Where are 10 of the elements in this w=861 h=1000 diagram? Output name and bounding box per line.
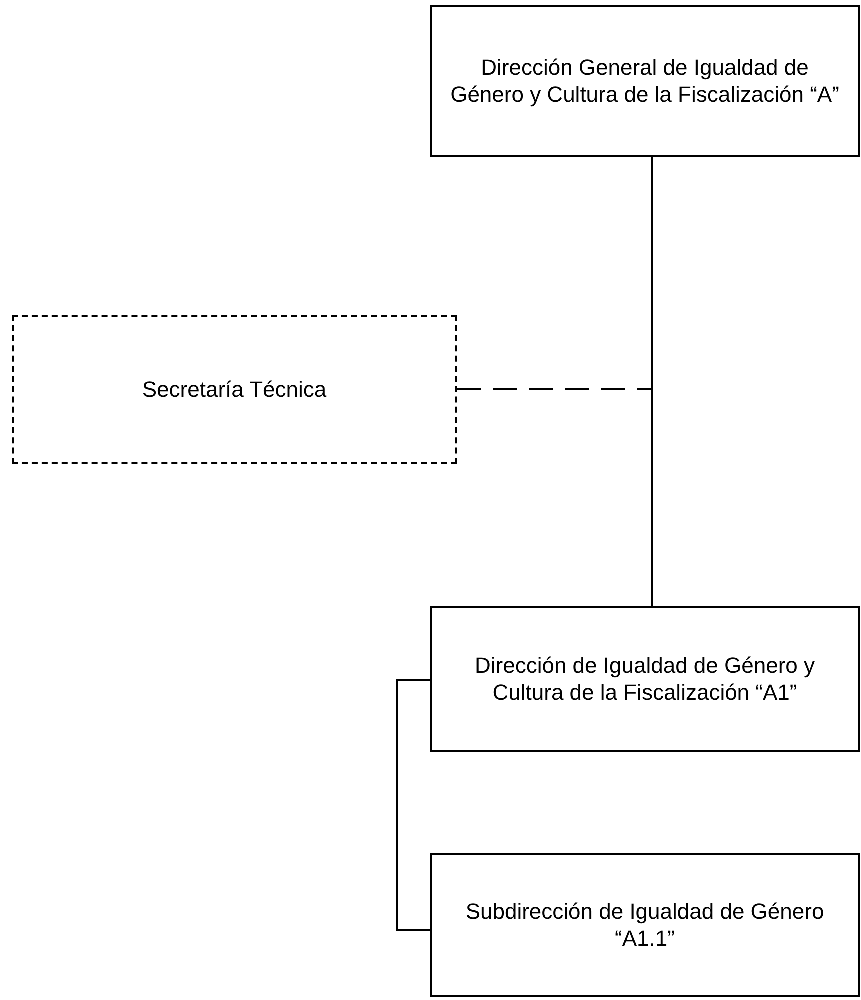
connector-line — [651, 157, 653, 606]
org-unit-box — [430, 853, 860, 997]
org-unit-box — [430, 606, 860, 752]
unit-name: Secretaría Técnica — [142, 376, 327, 404]
unit-name: Dirección de Igualdad de Género y Cultura de la Fiscalización “A1” — [474, 652, 816, 706]
unit-name: Dirección General de Igualdad de Género y Cultura de la Fiscalización “A” — [450, 54, 840, 108]
unit-name: Subdirección de Igualdad de Género “A1.1” — [464, 898, 826, 952]
staff-unit-box — [12, 315, 457, 464]
connector-line — [396, 679, 430, 931]
org-unit-box — [430, 5, 860, 157]
